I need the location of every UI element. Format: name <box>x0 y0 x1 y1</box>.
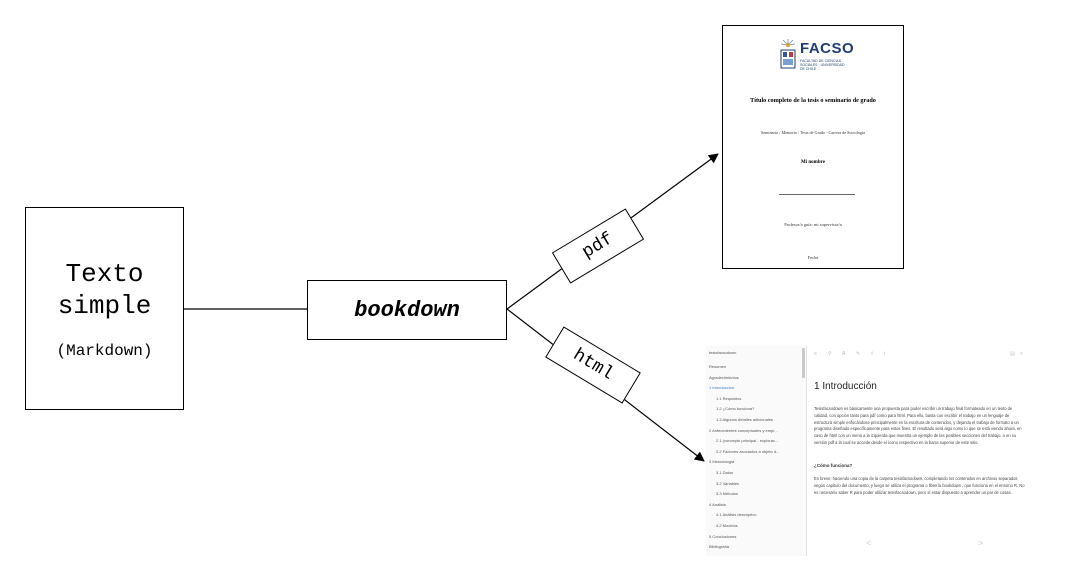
bookdown-box: bookdown <box>307 280 507 340</box>
facso-emblem-icon <box>780 39 796 69</box>
thesis-professor: Profesor/a guía: mi supervisor/a <box>784 222 842 227</box>
facso-logo: FACSO FACULTAD DE CIENCIAS SOCIALES · UN… <box>778 38 854 74</box>
chapter-title: 1 Introducción <box>814 381 877 392</box>
sidebar-item[interactable]: 3 Metodología <box>709 459 735 465</box>
sidebar-item[interactable]: 4 Análisis <box>709 501 726 507</box>
facso-logo-text: FACSO <box>800 40 855 57</box>
facso-logo-subtext: FACULTAD DE CIENCIAS SOCIALES · UNIVERSI… <box>800 59 845 71</box>
sidebar-item[interactable]: 1.1 Requisitos <box>716 395 742 401</box>
intro-paragraph: Tesisfacsodown es básicamente una propue… <box>814 406 1022 445</box>
sidebar-item[interactable]: 4.1 Análisis descriptivo <box>716 512 757 518</box>
section-title: ¿Cómo funciona? <box>814 463 853 468</box>
sidebar-item[interactable]: 3.1 Datos <box>716 470 734 475</box>
info-icon[interactable]: i <box>884 351 886 357</box>
sidebar-item[interactable]: 5 Conclusiones <box>709 533 737 539</box>
sidebar-item[interactable]: 3.2 Variables <box>716 480 740 486</box>
html-toolbar: ≡ ⚲ A ✎ ⇧ i ▤ < <box>814 351 1024 357</box>
prev-page-icon[interactable]: < <box>866 538 872 548</box>
source-line-2: simple <box>57 290 152 321</box>
pdf-download-icon[interactable]: ▤ <box>1010 351 1015 357</box>
thesis-date: Fecha <box>807 255 819 260</box>
next-page-icon[interactable]: > <box>978 538 984 548</box>
share-icon[interactable]: ⇧ <box>870 351 875 357</box>
sidebar-item[interactable]: 2.1 (concepto principal - explorac... <box>716 438 779 444</box>
sidebar-item[interactable]: Bibliografía <box>709 544 730 550</box>
sidebar-item[interactable]: 3.3 Métodos <box>716 491 739 497</box>
thesis-title: Título completo de la tesis o seminario … <box>750 97 876 104</box>
how-paragraph: En breve: haciendo una copia de la carpe… <box>814 476 1025 495</box>
sidebar-item[interactable]: 4.2 Modelos <box>716 523 738 528</box>
sidebar-item[interactable]: Resumen <box>709 364 727 369</box>
source-line-3: (Markdown) <box>56 341 153 360</box>
sidebar-item[interactable]: 1.3 Algunos detalles adicionales <box>716 417 773 422</box>
search-icon[interactable]: ⚲ <box>828 351 832 357</box>
edit-icon[interactable]: ✎ <box>856 351 861 357</box>
pdf-page-preview: FACSO FACULTAD DE CIENCIAS SOCIALES · UN… <box>722 25 904 269</box>
font-icon[interactable]: A <box>842 351 846 357</box>
source-text-box: Texto simple (Markdown) <box>25 207 184 410</box>
thesis-subtitle: Seminario / Memoria / Tesis de Grado - C… <box>760 130 866 135</box>
sidebar-item[interactable]: 1.2 ¿Cómo funciona? <box>716 406 755 412</box>
sidebar-item[interactable]: 2.2 Factores asociados a objeto d... <box>716 448 780 454</box>
html-main-content: ≡ ⚲ A ✎ ⇧ i ▤ < 1 Introducción Tesisfacs… <box>808 346 1030 556</box>
sidebar-item[interactable]: tesisfacsodown <box>709 350 737 355</box>
source-line-1: Texto <box>65 258 144 289</box>
sidebar-item[interactable]: Agradecimientos <box>709 374 739 380</box>
sidebar-scrollbar[interactable] <box>802 348 805 378</box>
pdf-output-text: pdf <box>578 229 618 263</box>
bookdown-label: bookdown <box>354 297 460 323</box>
share-right-icon[interactable]: < <box>1020 351 1023 357</box>
thesis-author: Mi nombre <box>801 160 825 165</box>
sidebar-item[interactable]: 2 Antecedentes conceptuales y empí... <box>709 427 778 433</box>
signature-line <box>779 194 855 195</box>
menu-icon[interactable]: ≡ <box>814 351 817 357</box>
sidebar-item[interactable]: 1 Introducción <box>709 385 735 391</box>
